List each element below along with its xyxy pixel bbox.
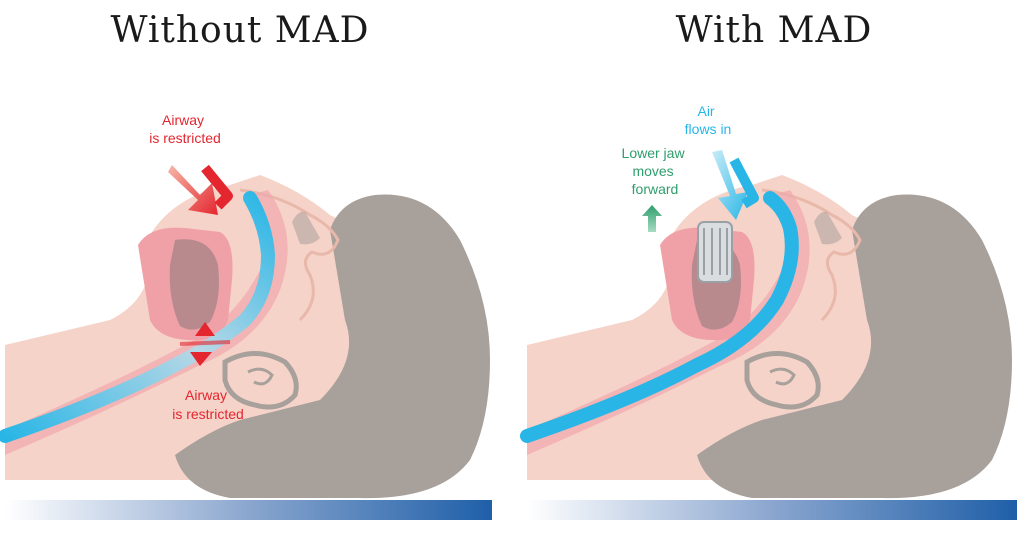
title-without-mad: Without MAD: [110, 10, 370, 51]
jaw-forward-arrow: [642, 205, 662, 232]
head-illustration-left: [5, 175, 490, 498]
open-airway: [520, 191, 799, 443]
pillow-right: [527, 500, 1017, 520]
head-illustration-right: [527, 175, 1012, 498]
pillow-left: [5, 500, 492, 520]
title-with-mad: With MAD: [675, 10, 873, 51]
label-lower-jaw-forward: Lower jaw moves forward: [622, 145, 689, 197]
restricted-arrow-bottom: [179, 322, 231, 366]
mad-device: [697, 221, 733, 283]
label-airway-restricted-top: Airway is restricted: [149, 112, 221, 146]
label-air-flows-in: Air flows in: [685, 103, 732, 137]
panel-without-mad: Airway is restricted Airway is restricte…: [0, 112, 492, 520]
restricted-airway: [0, 191, 276, 443]
restricted-arrow-top: [168, 164, 233, 215]
label-airway-restricted-bottom: Airway is restricted: [172, 387, 244, 422]
panel-with-mad: Air flows in Lower jaw moves forward: [520, 103, 1017, 520]
air-flow-arrow: [712, 150, 759, 220]
